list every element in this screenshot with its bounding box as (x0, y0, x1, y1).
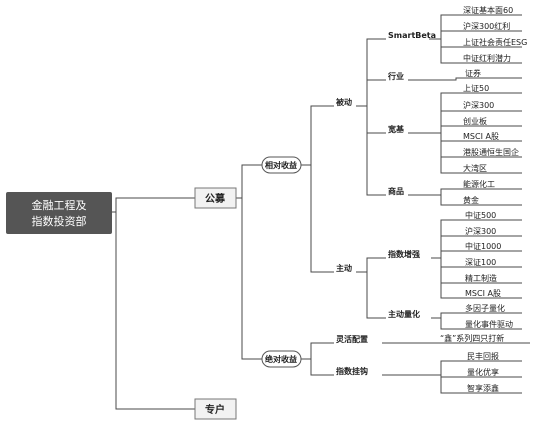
root-label-line2: 指数投资部 (32, 214, 87, 228)
leaf-item: 上证50 (463, 84, 489, 93)
public-fund-node: 公募 (194, 187, 237, 209)
leaf-item: “鑫”系列四只打新 (440, 333, 504, 343)
absolute-return-label: 绝对收益 (265, 354, 297, 364)
broad-base-label: 宽基 (387, 124, 405, 134)
leaf-item: 量化优享 (467, 367, 499, 377)
leaf-item: MSCI A股 (463, 132, 499, 141)
passive-label: 被动 (336, 97, 352, 107)
leaf-item: 多因子量化 (465, 303, 505, 313)
leaf-item: 能源化工 (463, 179, 495, 189)
relative-return-node: 相对收益 (261, 156, 302, 174)
commodity-label: 商品 (388, 186, 404, 196)
leaf-item: 量化事件驱动 (465, 319, 513, 329)
absolute-return-node: 绝对收益 (261, 350, 302, 368)
leaf-item: 创业板 (463, 116, 487, 126)
relative-return-label: 相对收益 (265, 160, 297, 170)
root-node: 金融工程及 指数投资部 (6, 192, 112, 234)
leaf-item: MSCI A股 (465, 289, 501, 298)
index-linked-label: 指数挂钩 (336, 366, 368, 376)
leaf-item: 智享添鑫 (467, 383, 499, 393)
leaf-item: 中证1000 (465, 241, 501, 251)
leaf-item: 港股通恒生国企 (463, 147, 519, 157)
leaf-item: 中证500 (465, 210, 496, 220)
leaf-item: 上证社会责任ESG (463, 37, 527, 47)
leaf-item: 沪深300红利 (463, 21, 510, 31)
active-label: 主动 (336, 263, 352, 273)
leaf-item: 黄金 (463, 195, 479, 205)
private-account-node: 专户 (194, 398, 237, 420)
index-enhanced-label: 指数增强 (388, 249, 420, 259)
smartbeta-label: SmartBeta (388, 31, 436, 40)
leaf-item: 深证100 (465, 258, 496, 267)
active-quant-label: 主动量化 (388, 309, 420, 319)
private-account-label: 专户 (205, 403, 225, 416)
leaf-item: 大湾区 (463, 163, 487, 173)
industry-label: 行业 (387, 71, 404, 81)
leaf-item: 深证基本面60 (463, 5, 513, 15)
leaf-item: 中证红利潜力 (463, 53, 511, 63)
root-label-line1: 金融工程及 (32, 198, 87, 212)
leaf-item: 沪深300 (463, 100, 494, 110)
leaf-item: 证券 (465, 68, 481, 78)
leaf-item: 精工制造 (465, 273, 497, 283)
connector-lines (112, 14, 530, 410)
leaf-item: 沪深300 (465, 226, 496, 236)
leaf-item: 民丰回报 (467, 351, 499, 361)
public-fund-label: 公募 (205, 192, 226, 205)
flexible-allocation-label: 灵活配置 (335, 334, 368, 344)
